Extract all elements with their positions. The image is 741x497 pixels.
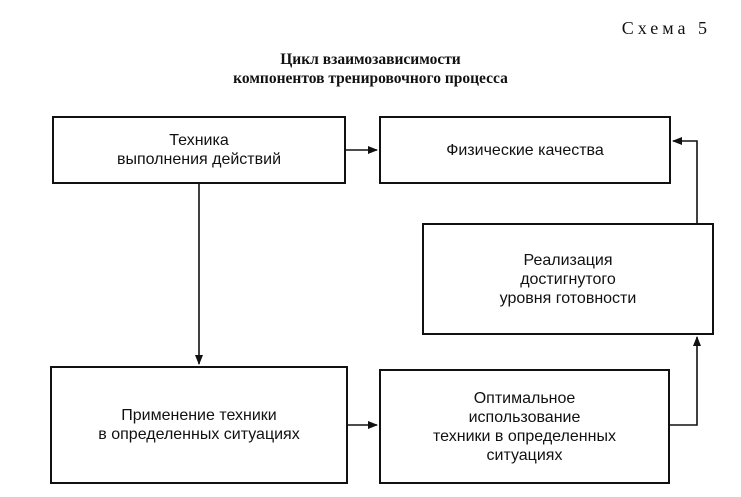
box-technique: Техника выполнения действий <box>52 116 346 184</box>
title-line-1: Цикл взаимозависимости <box>280 51 461 68</box>
box-technique-label: Техника выполнения действий <box>116 132 282 168</box>
box-application: Применение техники в определенных ситуац… <box>50 366 348 484</box>
scheme-number: Схема 5 <box>621 18 711 38</box>
box-realization: Реализация достигнутого уровня готовност… <box>422 223 714 335</box>
box-optimal-use-label: Оптимальное использование техники в опре… <box>433 389 616 464</box>
box-physical-qualities-label: Физические качества <box>446 141 604 159</box>
box-physical-qualities: Физические качества <box>379 116 671 184</box>
box-optimal-use: Оптимальное использование техники в опре… <box>379 369 670 484</box>
arrow-optimal-to-realization <box>670 336 701 426</box>
title-line-2: компонентов тренировочного процесса <box>233 70 508 87</box>
arrow-realization-to-physical <box>672 137 698 223</box>
diagram-title: Цикл взаимозависимости компонентов трени… <box>0 50 741 88</box>
box-realization-label: Реализация достигнутого уровня готовност… <box>499 251 637 307</box>
box-application-label: Применение техники в определенных ситуац… <box>98 407 300 443</box>
